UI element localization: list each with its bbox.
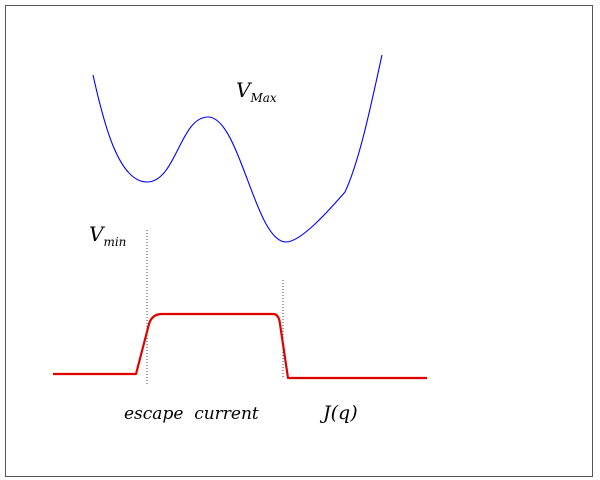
j-of-q-label: J(q): [319, 402, 358, 424]
v-min-label: Vmin: [89, 222, 126, 249]
escape-current-label: escape current: [124, 404, 259, 424]
v-max-symbol: V: [236, 78, 253, 102]
potential-curve: [92, 54, 383, 243]
figure-frame: [5, 5, 593, 477]
v-min-subscript: min: [103, 235, 126, 249]
v-max-subscript: Max: [249, 91, 276, 105]
v-min-symbol: V: [89, 222, 106, 246]
escape-current-curve: [53, 312, 427, 380]
v-max-label: VMax: [236, 78, 277, 105]
